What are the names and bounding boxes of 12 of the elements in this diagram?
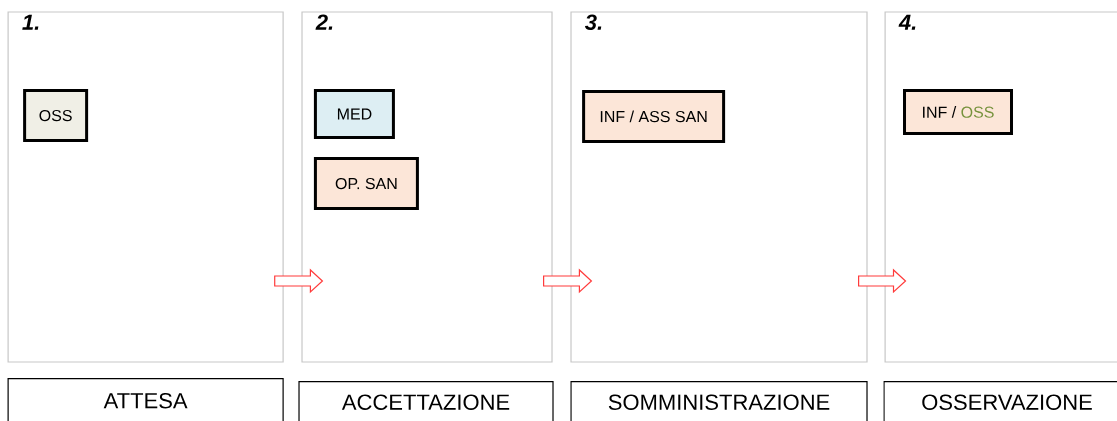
role-box: OSS xyxy=(23,89,89,143)
stage-label-box: OSSERVAZIONE xyxy=(883,381,1117,421)
role-box: OP. SAN xyxy=(313,157,419,211)
role-box: MED xyxy=(313,89,395,139)
role-box: INF / ASS SAN xyxy=(582,89,726,143)
stage-label-box: SOMMINISTRAZIONE xyxy=(570,381,868,421)
stage-label-box: ATTESA xyxy=(7,378,284,421)
role-box: INF / OSS xyxy=(903,89,1013,135)
stage-label-box: ACCETTAZIONE xyxy=(298,381,554,421)
block-arrow xyxy=(543,268,593,294)
block-arrow xyxy=(858,268,907,294)
block-arrow xyxy=(274,268,324,294)
